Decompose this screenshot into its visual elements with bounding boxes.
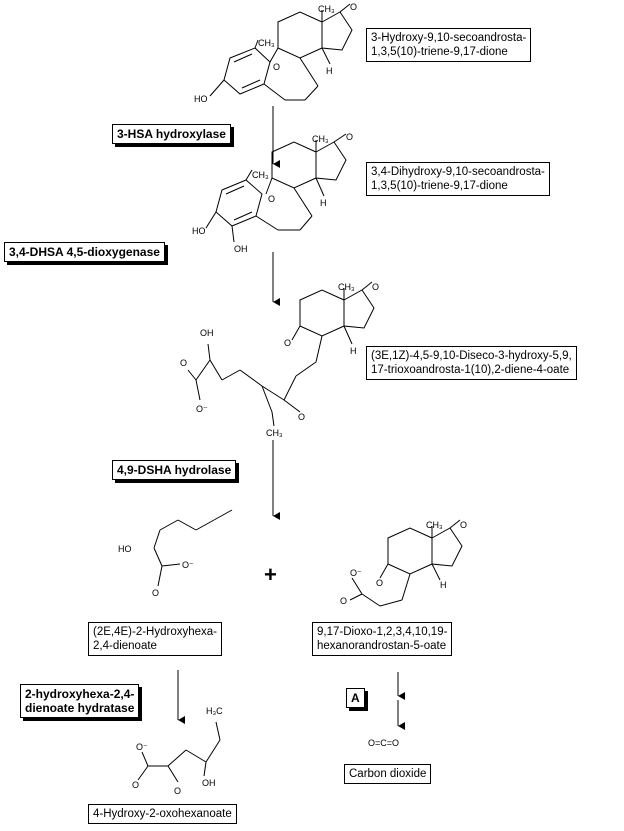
svg-text:H₃C: H₃C — [206, 706, 223, 716]
svg-text:O⁻: O⁻ — [182, 560, 194, 570]
svg-text:O: O — [152, 588, 159, 598]
enzyme-label-2: 3,4-DHSA 4,5-dioxygenase — [4, 242, 165, 262]
svg-text:O⁻: O⁻ — [350, 568, 362, 578]
compound-label-5: 9,17-Dioxo-1,2,3,4,10,19- hexanorandrost… — [312, 622, 453, 656]
compound-label-6: Carbon dioxide — [344, 764, 432, 784]
svg-text:O: O — [174, 786, 181, 796]
structure-1: CH₃ HO O O CH₃ H — [194, 2, 357, 104]
svg-text:O: O — [273, 62, 280, 72]
svg-text:CH₃: CH₃ — [338, 282, 355, 292]
compound-label-4: (2E,4E)-2-Hydroxyhexa- 2,4-dienoate — [88, 622, 222, 656]
enzyme-label-3: 4,9-DSHA hydrolase — [112, 460, 237, 480]
structure-3: O O CH₃ H O CH₃ OH O O⁻ — [180, 281, 379, 438]
svg-text:CH₃: CH₃ — [426, 520, 443, 530]
co2-structure: O=C=O — [368, 738, 399, 748]
svg-text:O: O — [460, 520, 467, 530]
svg-text:O: O — [340, 596, 347, 606]
compound-label-1: 3-Hydroxy-9,10-secoandrosta- 1,3,5(10)-t… — [366, 28, 532, 62]
compound-label-2: 3,4-Dihydroxy-9,10-secoandrosta- 1,3,5(1… — [366, 162, 550, 196]
svg-text:OH: OH — [200, 328, 214, 338]
enzyme-label-1: 3-HSA hydroxylase — [112, 124, 231, 144]
svg-text:O: O — [350, 2, 357, 12]
svg-text:H: H — [320, 198, 327, 208]
compound-label-7: 4-Hydroxy-2-oxohexanoate — [88, 804, 237, 824]
svg-text:CH₃: CH₃ — [318, 4, 335, 14]
svg-text:CH₃: CH₃ — [312, 134, 329, 144]
svg-text:O: O — [284, 338, 291, 348]
svg-text:OH: OH — [202, 778, 216, 788]
svg-text:H: H — [350, 346, 357, 356]
plus-sign: + — [264, 562, 277, 587]
structure-2: CH₃ HO OH O O CH₃ H — [192, 132, 353, 254]
compound-label-3: (3E,1Z)-4,5-9,10-Diseco-3-hydroxy-5,9, 1… — [366, 346, 577, 380]
svg-text:O: O — [132, 780, 139, 790]
enzyme-label-4: 2-hydroxyhexa-2,4- dienoate hydratase — [20, 684, 140, 718]
svg-text:CH₃: CH₃ — [252, 170, 269, 180]
svg-text:CH₃: CH₃ — [266, 428, 283, 438]
svg-text:O: O — [180, 358, 187, 368]
svg-text:HO: HO — [194, 94, 208, 104]
svg-text:H: H — [440, 580, 447, 590]
svg-text:H: H — [326, 66, 333, 76]
enzyme-label-5: A — [346, 688, 365, 708]
svg-text:O: O — [376, 578, 383, 588]
svg-text:O: O — [298, 412, 305, 422]
svg-text:CH₃: CH₃ — [258, 38, 275, 48]
structure-4: HO O O⁻ — [118, 509, 233, 598]
svg-text:O: O — [346, 132, 353, 142]
svg-text:HO: HO — [192, 226, 206, 236]
svg-text:O: O — [372, 282, 379, 292]
structure-7: O⁻ O O OH H₃C — [132, 706, 223, 796]
svg-text:OH: OH — [234, 244, 248, 254]
svg-text:O⁻: O⁻ — [196, 404, 208, 414]
svg-text:O⁻: O⁻ — [136, 742, 148, 752]
structure-5: O O CH₃ H O⁻ O — [340, 519, 467, 607]
svg-text:O: O — [268, 194, 275, 204]
svg-text:HO: HO — [118, 544, 132, 554]
